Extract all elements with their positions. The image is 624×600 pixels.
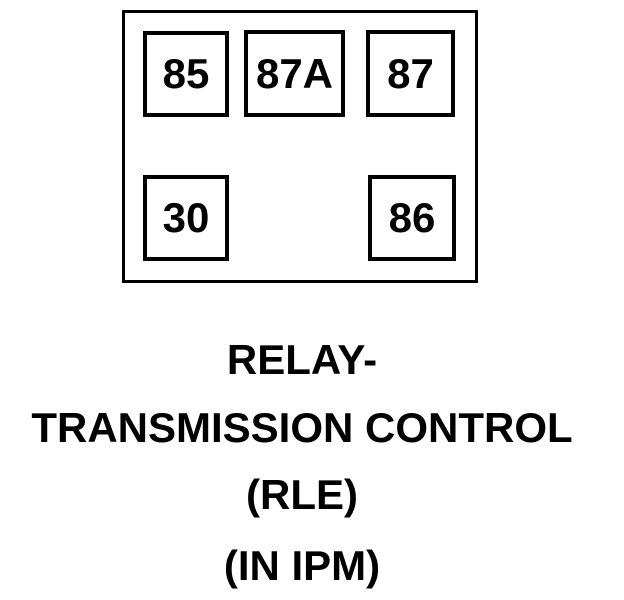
caption-line-relay: RELAY- <box>226 336 378 383</box>
pin-box-87a: 87A <box>244 30 345 117</box>
pin-label-86: 86 <box>388 194 436 241</box>
relay-body-outline: 85 87A 87 30 86 <box>122 10 478 283</box>
pin-label-85: 85 <box>162 50 210 97</box>
caption-line-transmission-control: TRANSMISSION CONTROL <box>31 404 573 451</box>
pin-label-87a: 87A <box>255 49 334 97</box>
pin-label-87: 87 <box>387 49 434 97</box>
pin-box-30: 30 <box>143 175 229 261</box>
caption-line-rle: (RLE) <box>246 471 358 518</box>
pin-box-85: 85 <box>143 31 229 117</box>
caption-line-in-ipm: (IN IPM) <box>223 542 381 589</box>
pin-label-30: 30 <box>162 194 210 241</box>
pin-box-87: 87 <box>366 30 455 117</box>
pin-box-86: 86 <box>368 175 456 261</box>
